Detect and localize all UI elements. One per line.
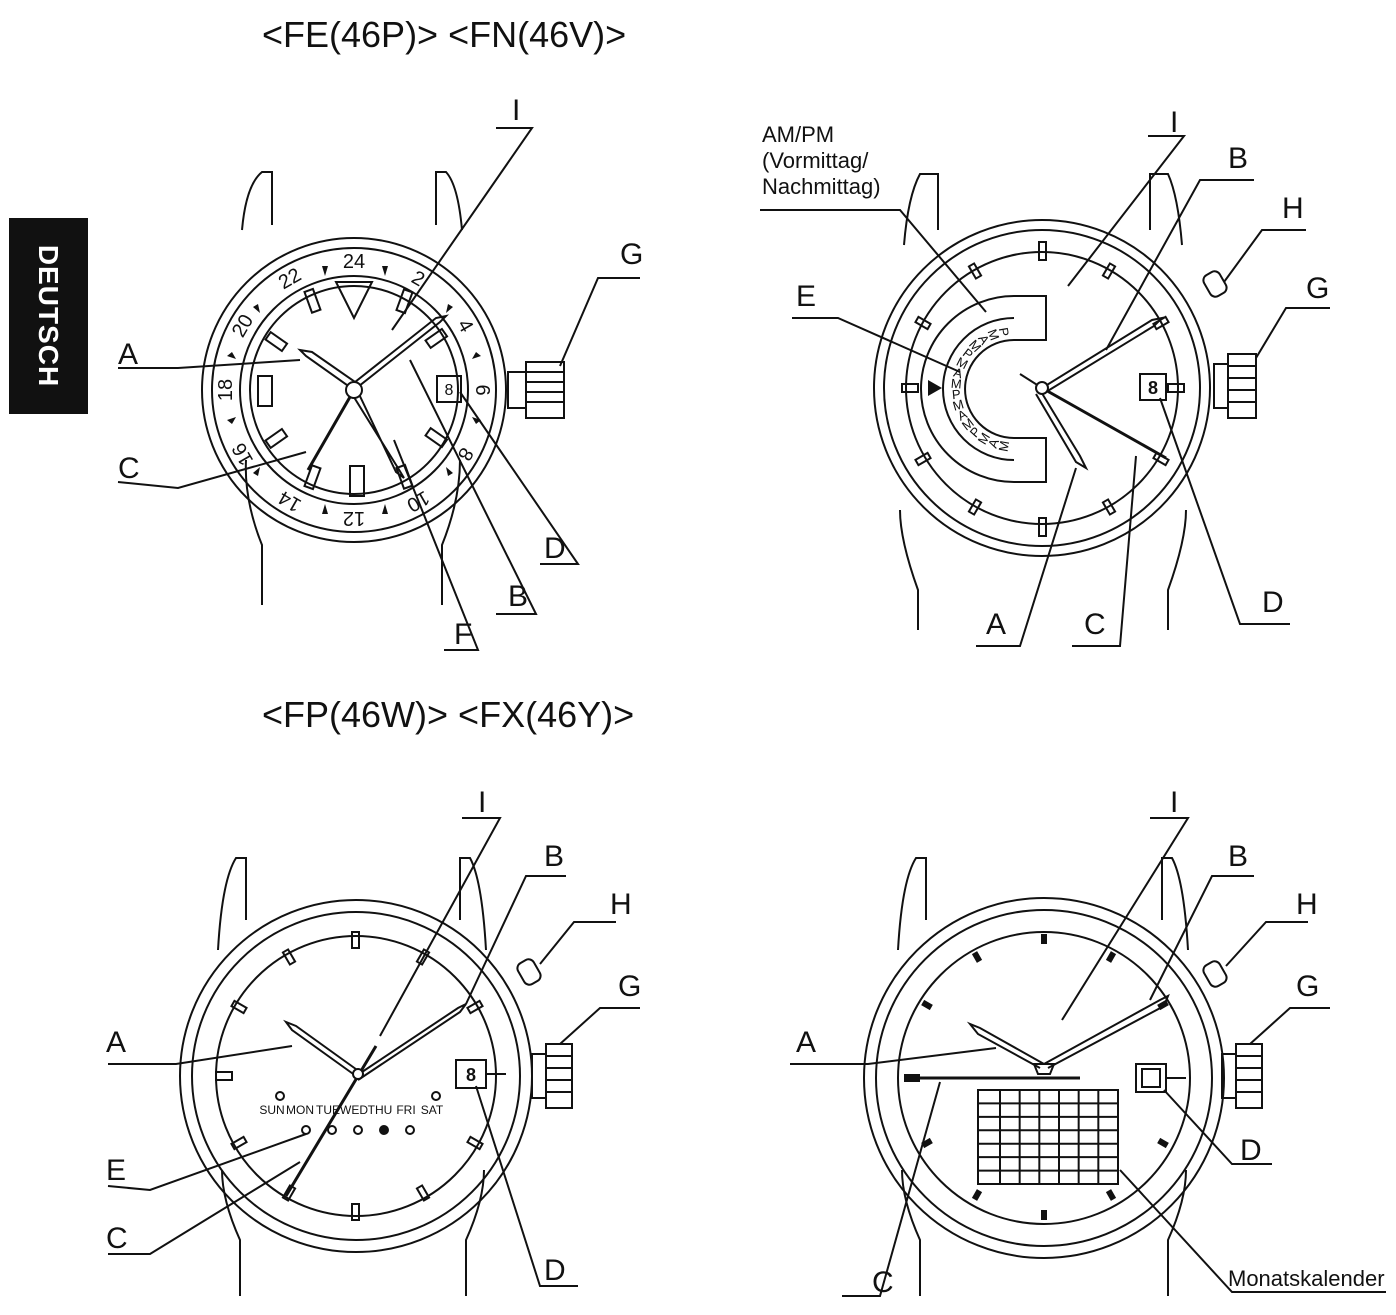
label-d: D [1262,586,1284,619]
watch4-month-calendar [977,1089,1119,1185]
ampm-note-line-3: Nachmittag) [762,174,881,199]
watch3-day-indicator: SUN MON TUE WED THU FRI SAT [259,1091,444,1135]
watch2-hands [1019,316,1167,471]
date-digit: 8 [445,382,454,399]
bezel-number: 24 [343,251,365,273]
label-b: B [544,840,564,873]
label-d: D [544,1254,566,1287]
date-digit: 8 [1148,378,1158,398]
ampm-character: P [951,387,961,403]
label-c: C [106,1222,128,1255]
label-c: C [872,1266,894,1299]
day-label: THU [368,1103,393,1117]
bezel-number: 4 [453,316,478,337]
label-i: I [1170,106,1178,139]
ampm-pointer-icon [928,380,942,396]
watch1-bezel-markers [227,266,481,514]
ampm-character: P [996,326,1012,337]
ampm-note-line-1: AM/PM [762,122,834,147]
watch1-date-window: 8 [436,375,462,403]
label-i: I [1170,786,1178,819]
label-a: A [106,1026,126,1059]
label-f: F [454,618,472,651]
bezel-number: 2 [408,267,429,292]
watch1-case [201,171,507,605]
day-label: SAT [421,1103,444,1117]
label-c: C [1084,608,1106,641]
label-g: G [618,970,641,1003]
watch4-date-window [1135,1063,1186,1093]
watch3-crown [516,958,573,1109]
watch2-date-window: 8 [1139,373,1167,401]
watch2-leader-lines [760,135,1330,647]
watch2-crown [1202,270,1257,419]
watch4-dial-markers [904,934,1169,1220]
label-d: D [1240,1134,1262,1167]
label-i: I [512,94,520,127]
watch3-date-window: 8 [455,1059,506,1089]
label-h: H [610,888,632,921]
ampm-character: M [950,376,962,392]
date-digit: 8 [466,1065,476,1085]
ampm-character: M [951,396,966,413]
watch3-dial-markers [215,931,484,1221]
language-tab: DEUTSCH [9,218,88,414]
label-a: A [986,608,1006,641]
ampm-character: M [985,327,1003,342]
label-i: I [478,786,486,819]
label-h: H [1282,192,1304,225]
heading-bottom-models: <FP(46W)> <FX(46Y)> [262,694,635,735]
label-g: G [620,238,643,271]
watch1-dial-markers [257,281,449,497]
watch1-crown [507,361,565,419]
day-label: WED [340,1103,368,1117]
watch1-leader-lines [117,127,640,651]
day-label: MON [286,1103,314,1117]
ampm-character: M [996,439,1013,452]
calendar-note: Monatskalender [1228,1266,1385,1291]
label-a: A [796,1026,816,1059]
label-g: G [1306,272,1329,305]
bezel-number: 12 [343,507,365,529]
watch2-dial-markers [901,241,1185,537]
watch-fp-diagram: SUN MON TUE WED THU FRI SAT 8 [106,786,641,1296]
watch4-crown [1202,960,1263,1109]
label-b: B [508,580,528,613]
calendar-grid [978,1090,1118,1184]
day-label: SUN [259,1103,284,1117]
watch-fe-diagram: 24 2 4 6 8 10 12 14 16 18 20 22 [117,94,643,651]
label-e: E [106,1154,126,1187]
watch-fx-diagram: I B H G A C D Monatskalender [790,786,1386,1299]
bezel-number: 6 [471,384,493,395]
watch1-hands [297,314,450,479]
label-b: B [1228,142,1248,175]
watch3-leader-lines [107,817,640,1287]
active-day-dot [379,1125,389,1135]
day-label: FRI [396,1103,415,1117]
watch2-case [873,173,1211,630]
watch4-leader-lines [790,817,1386,1297]
heading-top-models: <FE(46P)> <FN(46V)> [262,14,627,55]
label-h: H [1296,888,1318,921]
label-g: G [1296,970,1319,1003]
label-d: D [544,532,566,565]
watch4-case [863,857,1225,1296]
watch4-hands [918,993,1170,1080]
label-b: B [1228,840,1248,873]
label-a: A [118,338,138,371]
ampm-note-line-2: (Vormittag/ [762,148,869,173]
bezel-number: 18 [215,379,237,401]
label-c: C [118,452,140,485]
label-e: E [796,280,816,313]
